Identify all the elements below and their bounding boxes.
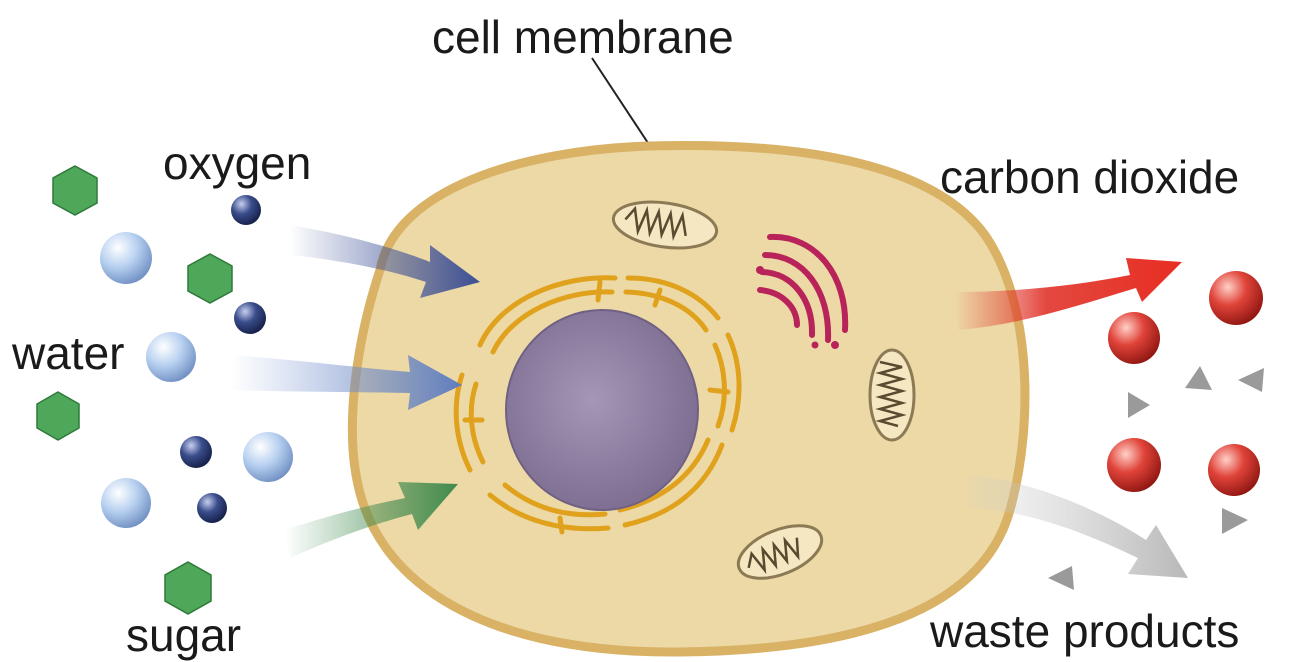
carbon-dioxide-molecule xyxy=(1107,438,1161,492)
sugar-molecule xyxy=(188,254,232,303)
mitochondrion xyxy=(870,350,914,440)
waste-product-molecule xyxy=(1048,566,1074,590)
cell-membrane-leader-line xyxy=(592,58,650,146)
cell-membrane-label: cell membrane xyxy=(432,14,734,60)
water-molecule xyxy=(101,478,151,528)
nucleus xyxy=(506,310,698,510)
waste-product-molecule xyxy=(1185,366,1212,390)
water-molecule xyxy=(146,332,196,382)
carbon-dioxide-molecule xyxy=(1209,271,1263,325)
oxygen-molecule xyxy=(231,195,261,225)
oxygen-molecule xyxy=(234,302,266,334)
oxygen-molecule xyxy=(180,436,212,468)
sugar-molecule xyxy=(37,392,79,440)
water-molecule xyxy=(100,232,152,284)
sugar-molecule xyxy=(53,166,97,215)
water-label: water xyxy=(12,330,124,376)
carbon-dioxide-label: carbon dioxide xyxy=(940,154,1239,200)
waste-product-molecule xyxy=(1238,368,1264,392)
carbon-dioxide-molecule xyxy=(1108,312,1160,364)
water-molecule xyxy=(243,432,293,482)
waste-product-molecule xyxy=(1222,508,1248,534)
carbon-dioxide-molecule xyxy=(1208,444,1260,496)
waste-products-label: waste products xyxy=(930,608,1239,654)
oxygen-molecule xyxy=(197,493,227,523)
sugar-label: sugar xyxy=(126,612,241,658)
waste-product-molecule xyxy=(1128,392,1150,418)
oxygen-label: oxygen xyxy=(163,140,311,186)
sugar-molecule xyxy=(165,562,211,614)
